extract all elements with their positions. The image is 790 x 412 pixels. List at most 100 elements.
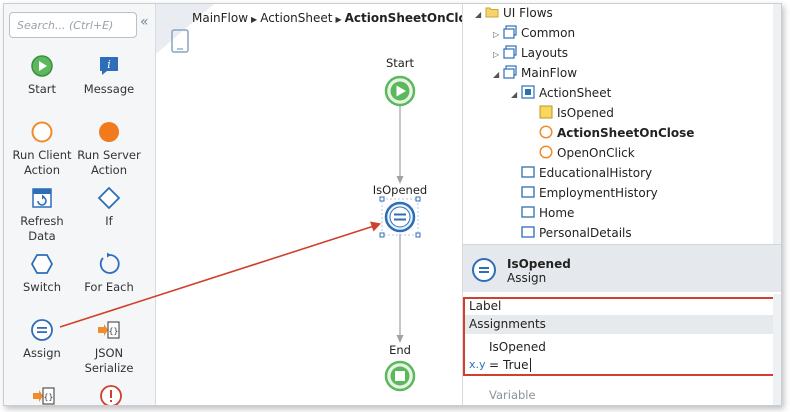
tree-item-actionsheet[interactable]: ◢ ActionSheet — [511, 84, 611, 102]
breadcrumb-item[interactable]: ActionSheet — [260, 11, 333, 25]
properties-title: IsOpened — [507, 257, 571, 271]
tool-run-client-action[interactable]: Run Client Action — [9, 120, 75, 178]
right-panel: ◢ UI Flows ▷ Common ▷ Layouts ◢ MainFlow ◢ Ac… — [462, 4, 781, 405]
start-node[interactable] — [384, 75, 416, 107]
breadcrumb-separator-icon: ▶ — [335, 15, 342, 24]
tree-item-employmenthistory[interactable]: EmploymentHistory — [521, 184, 658, 202]
tablet-icon[interactable] — [170, 28, 190, 57]
tool-label: Message — [83, 82, 135, 96]
tree-item-label: ActionSheet — [539, 86, 612, 100]
tool-run-server-action[interactable]: Run Server Action — [76, 120, 142, 178]
screen-icon — [521, 205, 535, 219]
assignments-section-header[interactable] — [465, 315, 777, 334]
collapse-toolbox-icon[interactable]: « — [140, 14, 149, 30]
tree-item-common[interactable]: ▷ Common — [493, 24, 575, 42]
tree-item-layouts[interactable]: ▷ Layouts — [493, 44, 568, 62]
toolbox-search-input[interactable]: Search... (Ctrl+E) — [9, 12, 137, 38]
label-property[interactable]: Label — [469, 299, 502, 313]
tree-item-ui-flows[interactable]: ◢ UI Flows — [475, 4, 553, 22]
tree-item-label: IsOpened — [557, 106, 614, 120]
expanded-arrow-icon[interactable]: ◢ — [511, 90, 518, 99]
tree-item-label: Layouts — [521, 46, 569, 60]
tree-item-label: EmploymentHistory — [539, 186, 658, 200]
end-node-label: End — [389, 343, 411, 357]
tree-item-personaldetails[interactable]: PersonalDetails — [521, 224, 632, 242]
tree-item-label: ActionSheetOnClose — [557, 126, 695, 140]
end-node[interactable] — [384, 360, 416, 392]
tool-label: Start — [27, 82, 57, 96]
screen-icon — [521, 225, 535, 239]
expanded-arrow-icon[interactable]: ◢ — [493, 70, 500, 79]
properties-header: IsOpened Assign — [463, 244, 781, 292]
raise-exception-icon[interactable] — [99, 384, 123, 405]
variable-field-label: Variable — [489, 388, 536, 402]
assign-node[interactable] — [379, 196, 421, 238]
tree-item-label: UI Flows — [503, 6, 553, 20]
collapsed-arrow-icon[interactable]: ▷ — [493, 50, 500, 59]
tree-item-label: MainFlow — [521, 66, 578, 80]
properties-scrollbar[interactable] — [773, 294, 781, 405]
tool-if[interactable]: If — [76, 186, 142, 229]
json-deserialize-icon[interactable]: {} — [32, 384, 56, 405]
tree-scrollbar[interactable] — [773, 4, 781, 244]
folder-icon — [485, 5, 499, 19]
if-icon — [97, 186, 121, 210]
connector-arrowhead — [396, 176, 404, 184]
tree-item-label: EducationalHistory — [539, 166, 653, 180]
tool-label: For Each — [84, 280, 134, 294]
tool-label: If — [105, 214, 113, 228]
elements-tree: ◢ UI Flows ▷ Common ▷ Layouts ◢ MainFlow ◢ Ac… — [463, 4, 781, 244]
tool-assign[interactable]: Assign — [9, 318, 75, 361]
tool-switch[interactable]: Switch — [9, 252, 75, 295]
json-serialize-icon: {} — [97, 318, 121, 342]
tool-start[interactable]: Start — [9, 54, 75, 97]
svg-text:{}: {} — [109, 327, 119, 336]
screen-icon — [521, 185, 535, 199]
tool-label: Run Client Action — [12, 148, 72, 177]
breadcrumb-separator-icon: ▶ — [251, 15, 258, 24]
svg-text:{}: {} — [44, 393, 54, 402]
tool-json-serialize[interactable]: {} JSON Serialize — [76, 318, 142, 376]
tree-item-openonclick[interactable]: OpenOnClick — [539, 144, 635, 162]
tree-item-mainflow[interactable]: ◢ MainFlow — [493, 64, 577, 82]
tree-item-label: OpenOnClick — [557, 146, 635, 160]
assign-node-label: IsOpened — [372, 183, 428, 197]
tree-item-isopened[interactable]: IsOpened — [539, 104, 614, 122]
tree-item-actionsheetonclose[interactable]: ActionSheetOnClose — [539, 124, 694, 142]
flow-canvas[interactable]: MainFlow▶ActionSheet▶ActionSheetOnClose — [156, 4, 482, 405]
tree-item-label: Common — [521, 26, 576, 40]
switch-icon — [30, 252, 54, 276]
tool-message[interactable]: i Message — [76, 54, 142, 97]
breadcrumb-current: ActionSheetOnClose — [344, 11, 483, 25]
start-node-label: Start — [385, 56, 415, 70]
assignment-variable[interactable]: IsOpened — [489, 340, 546, 354]
assignments-heading: Assignments — [469, 317, 546, 331]
breadcrumb: MainFlow▶ActionSheet▶ActionSheetOnClose — [192, 11, 482, 25]
for-each-icon — [97, 252, 121, 276]
start-icon — [30, 54, 54, 78]
expanded-arrow-icon[interactable]: ◢ — [475, 10, 482, 19]
properties-panel: Label Assignments IsOpened x.y = True Va… — [463, 294, 781, 405]
collapsed-arrow-icon[interactable]: ▷ — [493, 30, 500, 39]
tool-for-each[interactable]: For Each — [76, 252, 142, 295]
screen-icon — [521, 165, 535, 179]
tool-label: Assign — [23, 346, 61, 360]
run-client-action-icon — [30, 120, 54, 144]
tool-label: JSON Serialize — [84, 346, 134, 375]
toolbox-panel: Search... (Ctrl+E) « Start i Message Run… — [4, 4, 156, 405]
tool-refresh-data[interactable]: Refresh Data — [9, 186, 75, 244]
flow-icon — [503, 65, 517, 79]
client-action-icon — [539, 145, 553, 159]
expression-icon[interactable]: x.y — [469, 358, 486, 371]
message-icon: i — [97, 54, 121, 78]
assignment-value-input[interactable]: True — [503, 358, 531, 372]
flow-icon — [503, 25, 517, 39]
tree-item-educationalhistory[interactable]: EducationalHistory — [521, 164, 652, 182]
flow-connectors — [379, 75, 421, 392]
tool-label: Switch — [22, 280, 62, 294]
assign-icon — [471, 257, 497, 286]
breadcrumb-item[interactable]: MainFlow — [192, 11, 249, 25]
tool-label: Run Server Action — [77, 148, 141, 177]
tree-item-home[interactable]: Home — [521, 204, 574, 222]
